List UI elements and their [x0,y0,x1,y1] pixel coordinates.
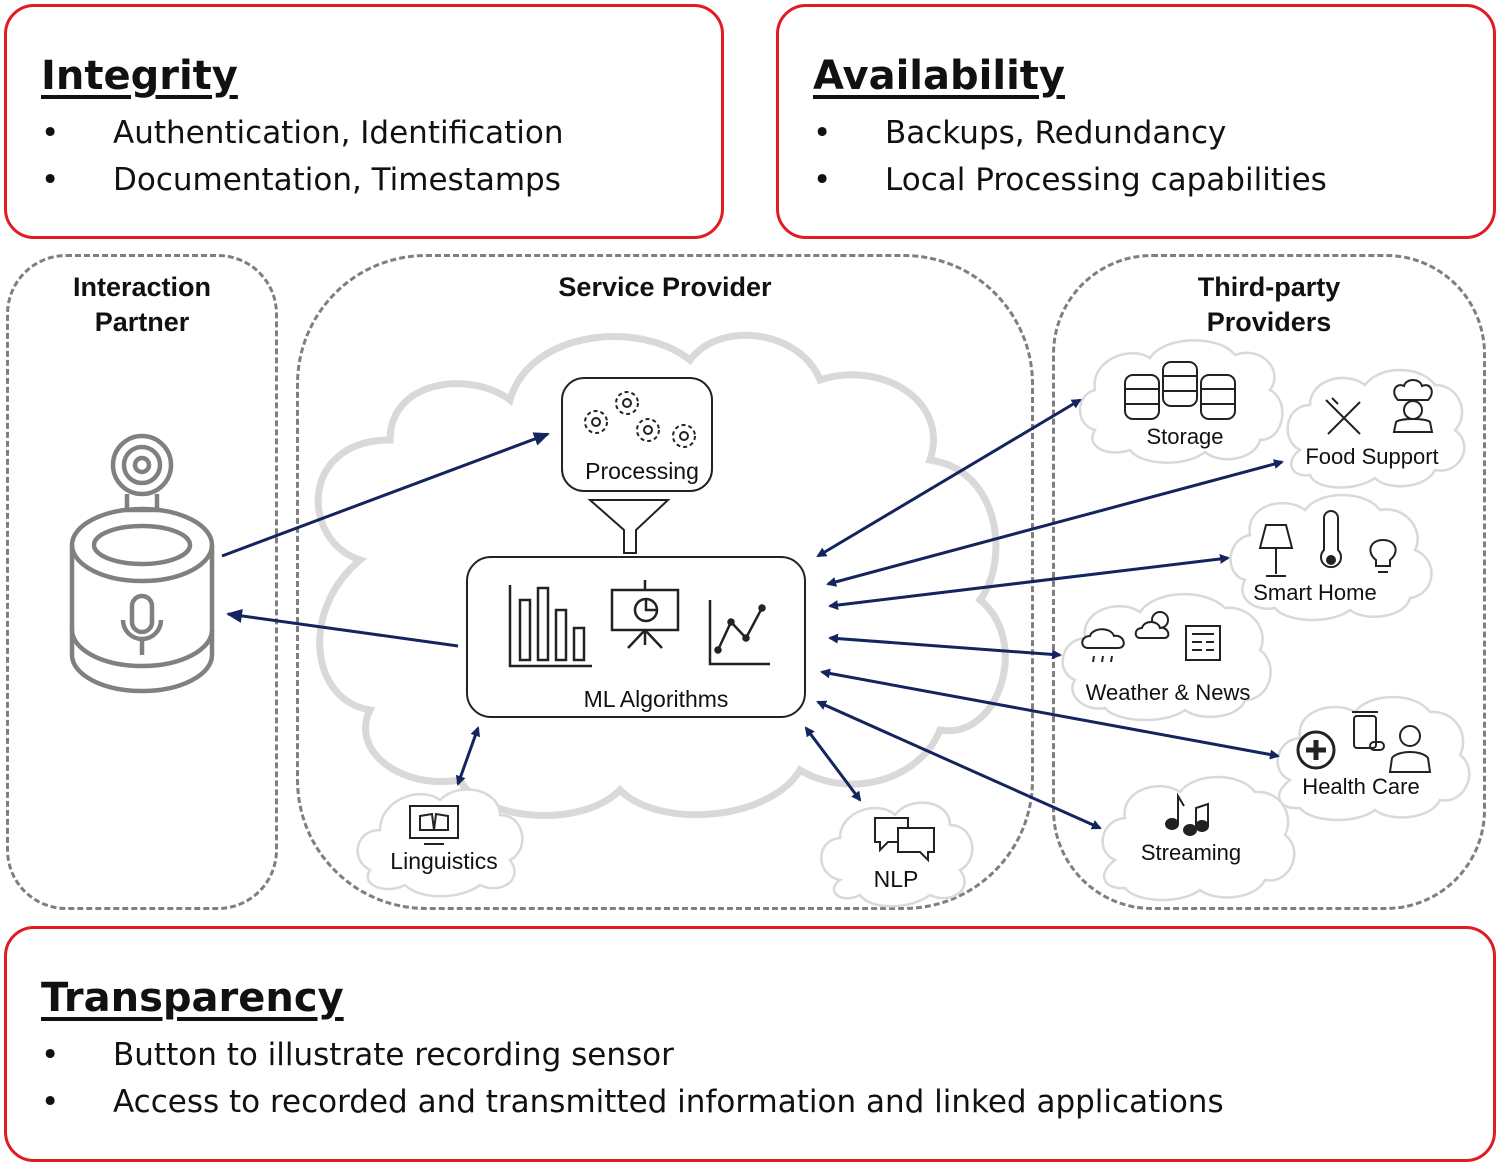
book-monitor-icon [409,805,459,845]
database-icon [1124,361,1236,420]
availability-box: Availability Backups, Redundancy Local P… [776,4,1496,239]
service-provider-title: Service Provider [558,272,772,302]
transparency-item: Button to illustrate recording sensor [41,1032,1224,1079]
line-chart-icon [708,600,770,666]
transparency-item: Access to recorded and transmitted infor… [41,1079,1224,1126]
sun-cloud-icon [1134,611,1170,639]
newspaper-icon [1185,625,1221,661]
availability-list: Backups, Redundancy Local Processing cap… [813,110,1327,204]
chef-icon [1392,379,1434,433]
lightbulb-icon [1369,538,1397,573]
integrity-item: Documentation, Timestamps [41,157,564,204]
funnel-icon [587,499,671,554]
transparency-title: Transparency [41,975,344,1021]
medical-cross-icon [1296,730,1336,770]
interaction-partner-title: Interaction Partner [72,272,212,337]
streaming-cloud [1101,775,1296,902]
arrow-ml-to-speaker [226,608,459,648]
pills-icon [1352,711,1385,751]
linguistics-label: Linguistics [390,848,498,874]
integrity-item: Authentication, Identification [41,110,564,157]
arrow-ml-streaming [816,700,1102,830]
arrow-ml-smart-home [828,553,1230,611]
availability-item: Backups, Redundancy [813,110,1327,157]
third-party-title: Third-party Providers [1197,272,1341,337]
integrity-list: Authentication, Identification Documenta… [41,110,564,204]
streaming-label: Streaming [1140,840,1242,865]
smart-home-label: Smart Home [1253,580,1377,605]
rain-cloud-icon [1081,628,1125,663]
music-notes-icon [1165,792,1209,836]
integrity-title: Integrity [41,53,238,99]
arrow-speaker-to-processing [221,432,550,558]
food-support-label: Food Support [1305,444,1439,469]
ml-algorithms-node [466,556,806,718]
arrow-ml-linguistics [455,726,481,786]
transparency-box: Transparency Button to illustrate record… [4,926,1496,1162]
integrity-box: Integrity Authentication, Identification… [4,4,724,239]
arrow-ml-weather [828,633,1062,660]
smart-speaker-icon [69,433,215,694]
availability-title: Availability [813,53,1065,99]
bar-chart-icon [508,585,592,668]
ml-algorithms-label: ML Algorithms [583,686,729,712]
gears-icon [584,391,696,448]
transparency-list: Button to illustrate recording sensor Ac… [41,1032,1224,1126]
availability-item: Local Processing capabilities [813,157,1327,204]
nlp-label: NLP [873,866,919,892]
interaction-partner-zone [6,254,278,910]
weather-news-label: Weather & News [1085,680,1251,705]
thermometer-icon [1320,510,1342,569]
storage-label: Storage [1146,424,1224,449]
doctor-icon [1388,725,1432,773]
processing-label: Processing [585,458,699,484]
linguistics-cloud [356,788,524,898]
cutlery-icon [1325,397,1361,435]
presentation-icon [610,580,680,649]
health-cloud [1276,695,1471,822]
health-care-label: Health Care [1302,774,1420,799]
